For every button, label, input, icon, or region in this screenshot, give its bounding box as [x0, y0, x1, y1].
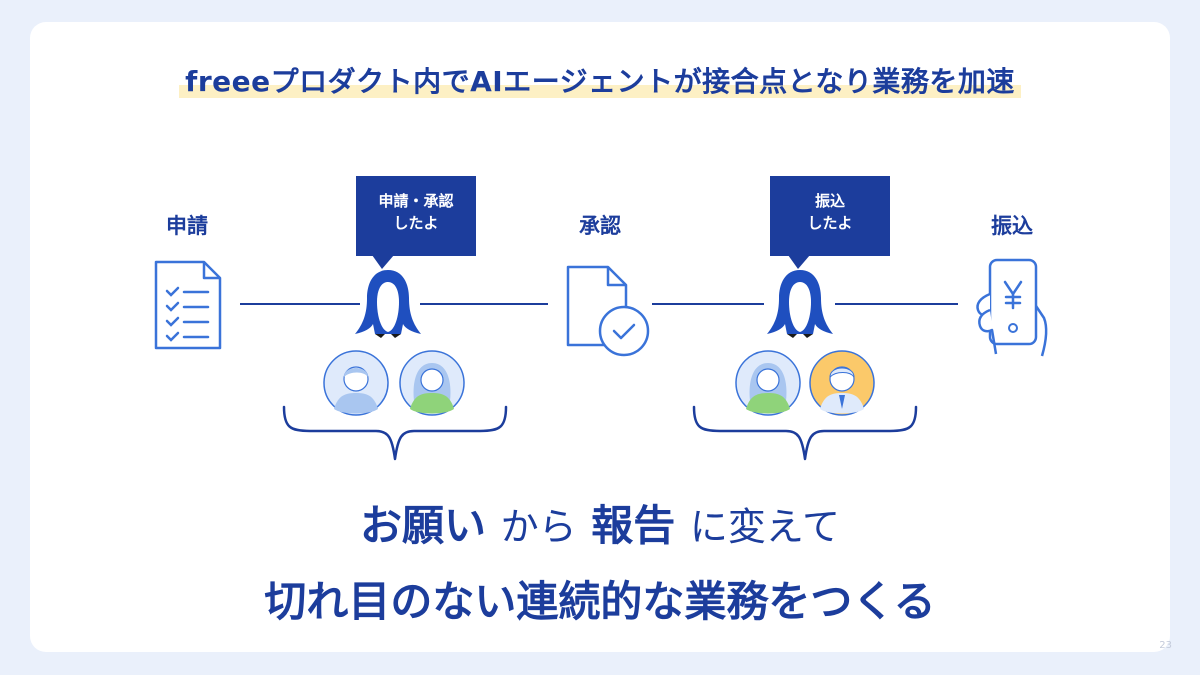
headline: freeeプロダクト内でAIエージェントが接合点となり業務を加速	[179, 60, 1021, 100]
bubble-line-2: したよ	[807, 214, 853, 232]
key-message-line-1: お願い から 報告 に変えて	[0, 492, 1200, 553]
bubble-line-2: したよ	[393, 214, 439, 232]
speech-bubble-transfer: 振込 したよ	[770, 176, 890, 256]
key-message-line-2: 切れ目のない連続的な業務をつくる	[264, 577, 936, 626]
message-onegai: お願い	[359, 501, 486, 550]
message-houkoku: 報告	[591, 501, 676, 550]
person-avatar-icon	[323, 350, 389, 416]
speech-bubble-request-approval: 申請・承認 したよ	[356, 176, 476, 256]
connector-line-1	[240, 303, 360, 305]
bubble-tail-2	[788, 255, 810, 269]
message-kara: から	[500, 505, 577, 549]
step-label-request: 申請	[166, 214, 208, 238]
connector-line-2	[420, 303, 548, 305]
page-number: 23	[1159, 640, 1172, 651]
penguin-mascot-icon	[767, 270, 833, 338]
person-avatar-icon	[735, 350, 801, 416]
person-avatar-icon	[809, 350, 875, 416]
bubble-line-1: 申請・承認	[378, 192, 454, 210]
checklist-icon	[154, 260, 222, 350]
bubble-line-1: 振込	[814, 192, 845, 210]
curly-brace-1	[282, 405, 508, 461]
step-label-approval: 承認	[579, 214, 621, 238]
headline-container: freeeプロダクト内でAIエージェントが接合点となり業務を加速	[0, 60, 1200, 100]
bubble-tail-1	[372, 255, 394, 269]
person-avatar-icon	[399, 350, 465, 416]
penguin-mascot-icon	[355, 270, 421, 338]
phone-yen-icon	[976, 258, 1048, 357]
document-check-icon	[566, 265, 650, 357]
message-nikaete: に変えて	[689, 505, 841, 549]
connector-line-4	[835, 303, 958, 305]
connector-line-3	[652, 303, 764, 305]
curly-brace-2	[692, 405, 918, 461]
step-label-transfer: 振込	[991, 214, 1033, 238]
